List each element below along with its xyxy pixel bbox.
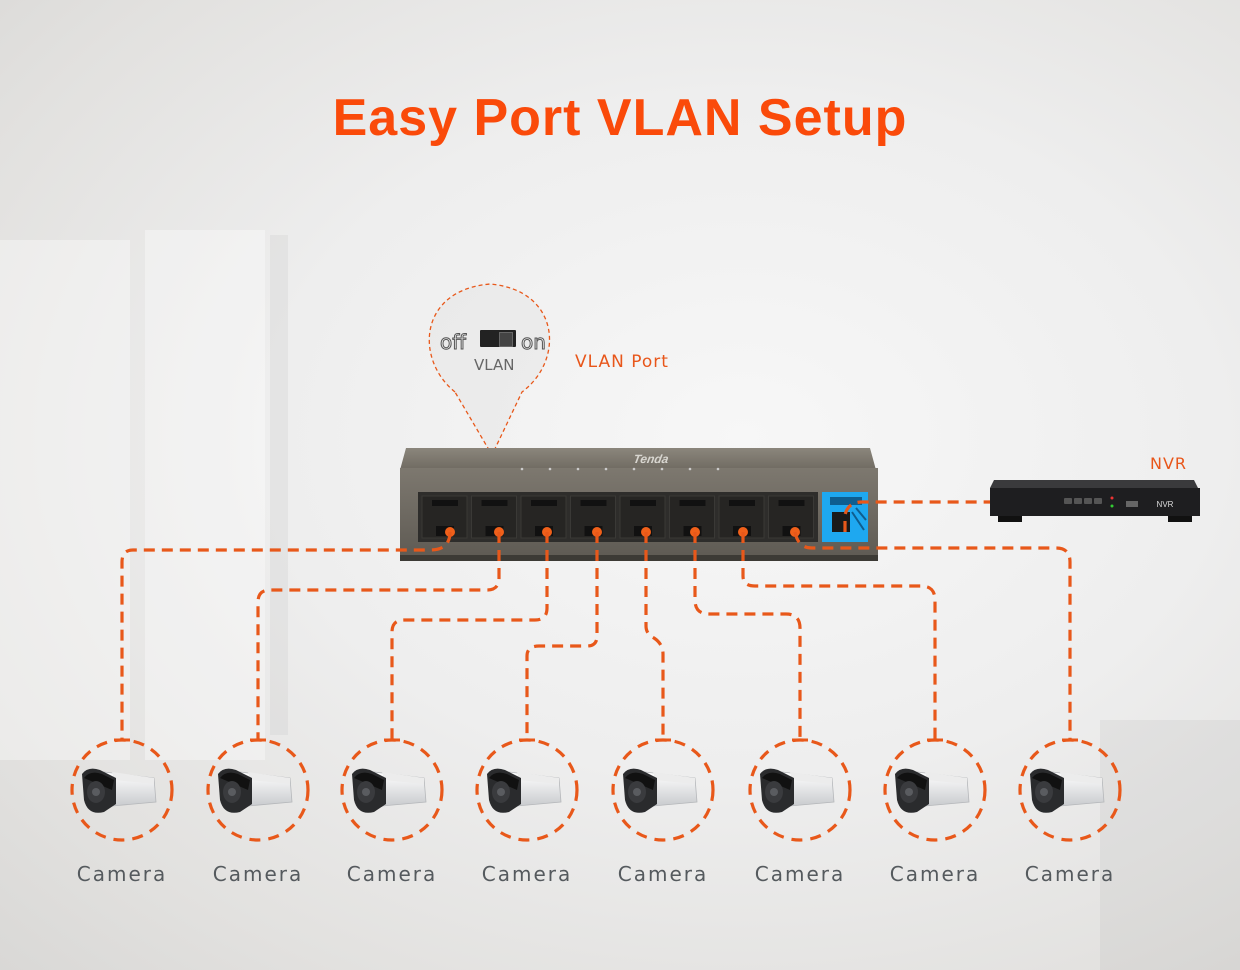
page-title: Easy Port VLAN Setup	[332, 89, 908, 147]
camera-label: Camera	[212, 862, 304, 886]
vlan-switch-off-label: off	[439, 330, 467, 355]
vlan-toggle-switch[interactable]	[480, 330, 516, 347]
nvr-label: NVR	[1150, 454, 1188, 473]
camera-node	[340, 738, 444, 842]
camera-label: Camera	[1024, 862, 1116, 886]
camera-icon	[894, 768, 970, 814]
vlan-callout-bubble	[428, 283, 551, 457]
camera-link-line	[390, 532, 549, 740]
camera-node	[206, 738, 310, 842]
port-led	[604, 467, 608, 471]
camera-label: Camera	[754, 862, 846, 886]
camera-icon	[81, 768, 157, 814]
port-leds	[520, 467, 720, 471]
switch-ports	[421, 495, 850, 539]
port-led	[548, 467, 552, 471]
camera-link-line	[693, 532, 802, 740]
switch-port	[768, 495, 814, 539]
vlan-port-label: VLAN Port	[575, 352, 669, 372]
camera-link-line	[741, 532, 937, 740]
nvr-front-text: NVR	[1157, 500, 1174, 509]
camera-icon	[217, 768, 293, 814]
camera-label: Camera	[346, 862, 438, 886]
camera-label: Camera	[617, 862, 709, 886]
nvr-device: NVR	[990, 480, 1200, 522]
switch-port	[471, 495, 517, 539]
vlan-switch-on-label: on	[521, 330, 547, 355]
port-led	[632, 467, 636, 471]
camera-node	[883, 738, 987, 842]
port-led	[520, 467, 524, 471]
camera-label: Camera	[76, 862, 168, 886]
port-led	[716, 467, 720, 471]
camera-link-line	[256, 532, 501, 740]
camera-icon	[622, 768, 698, 814]
camera-icon	[486, 768, 562, 814]
camera-node	[475, 738, 579, 842]
camera-node	[748, 738, 852, 842]
camera-link-line	[525, 532, 599, 740]
port-led	[576, 467, 580, 471]
brand-logo: Tenda	[632, 452, 670, 466]
switch-port	[669, 495, 715, 539]
switch-port	[718, 495, 765, 539]
switch-port	[619, 495, 666, 539]
tenda-switch: Tenda	[400, 448, 878, 561]
camera-node	[1018, 738, 1122, 842]
camera-icon	[759, 768, 835, 814]
camera-icon	[351, 768, 427, 814]
camera-label: Camera	[481, 862, 573, 886]
camera-node	[611, 738, 715, 842]
camera-link-line	[644, 532, 665, 740]
camera-label: Camera	[889, 862, 981, 886]
vlan-switch-name: VLAN	[474, 356, 515, 374]
switch-port	[421, 495, 468, 539]
nvr-link-line	[843, 500, 990, 532]
camera-link-line	[793, 531, 1072, 740]
switch-port	[520, 495, 567, 539]
camera-icon	[1029, 768, 1105, 814]
camera-link-line	[120, 531, 452, 740]
port-led	[688, 467, 692, 471]
switch-port	[570, 495, 616, 539]
port-led	[660, 467, 664, 471]
camera-node	[70, 738, 174, 842]
